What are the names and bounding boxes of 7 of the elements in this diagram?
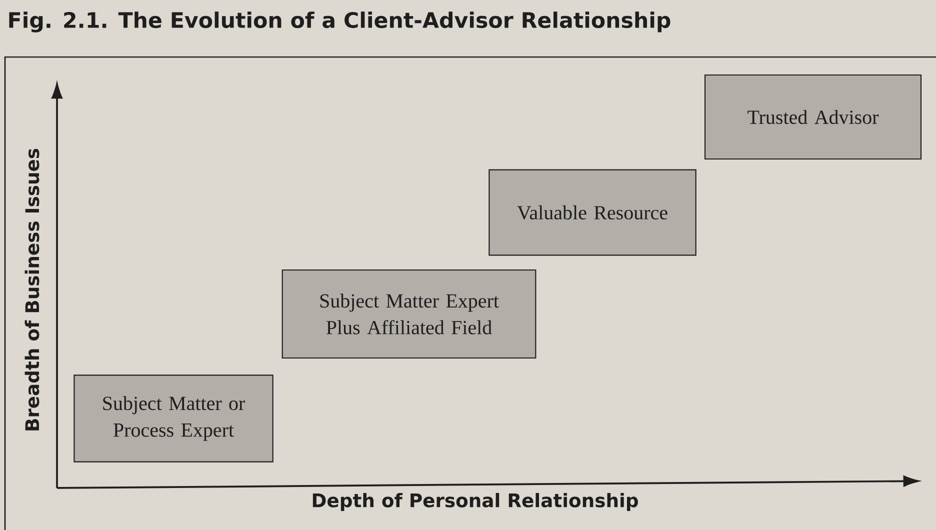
figure-title: Fig. 2.1. The Evolution of a Client-Advisor Relationship [9, 12, 670, 32]
stage-box: Subject Matter Expert Plus Affiliated Field [282, 269, 536, 359]
axis-title: Breadth of Business Issues [24, 148, 40, 430]
stage-box: Trusted Advisor [704, 74, 922, 160]
stage-box: Subject Matter or Process Expert [74, 374, 274, 462]
stage-box: Valuable Resource [488, 169, 696, 256]
axis-title: Depth of Personal Relationship [312, 492, 638, 512]
